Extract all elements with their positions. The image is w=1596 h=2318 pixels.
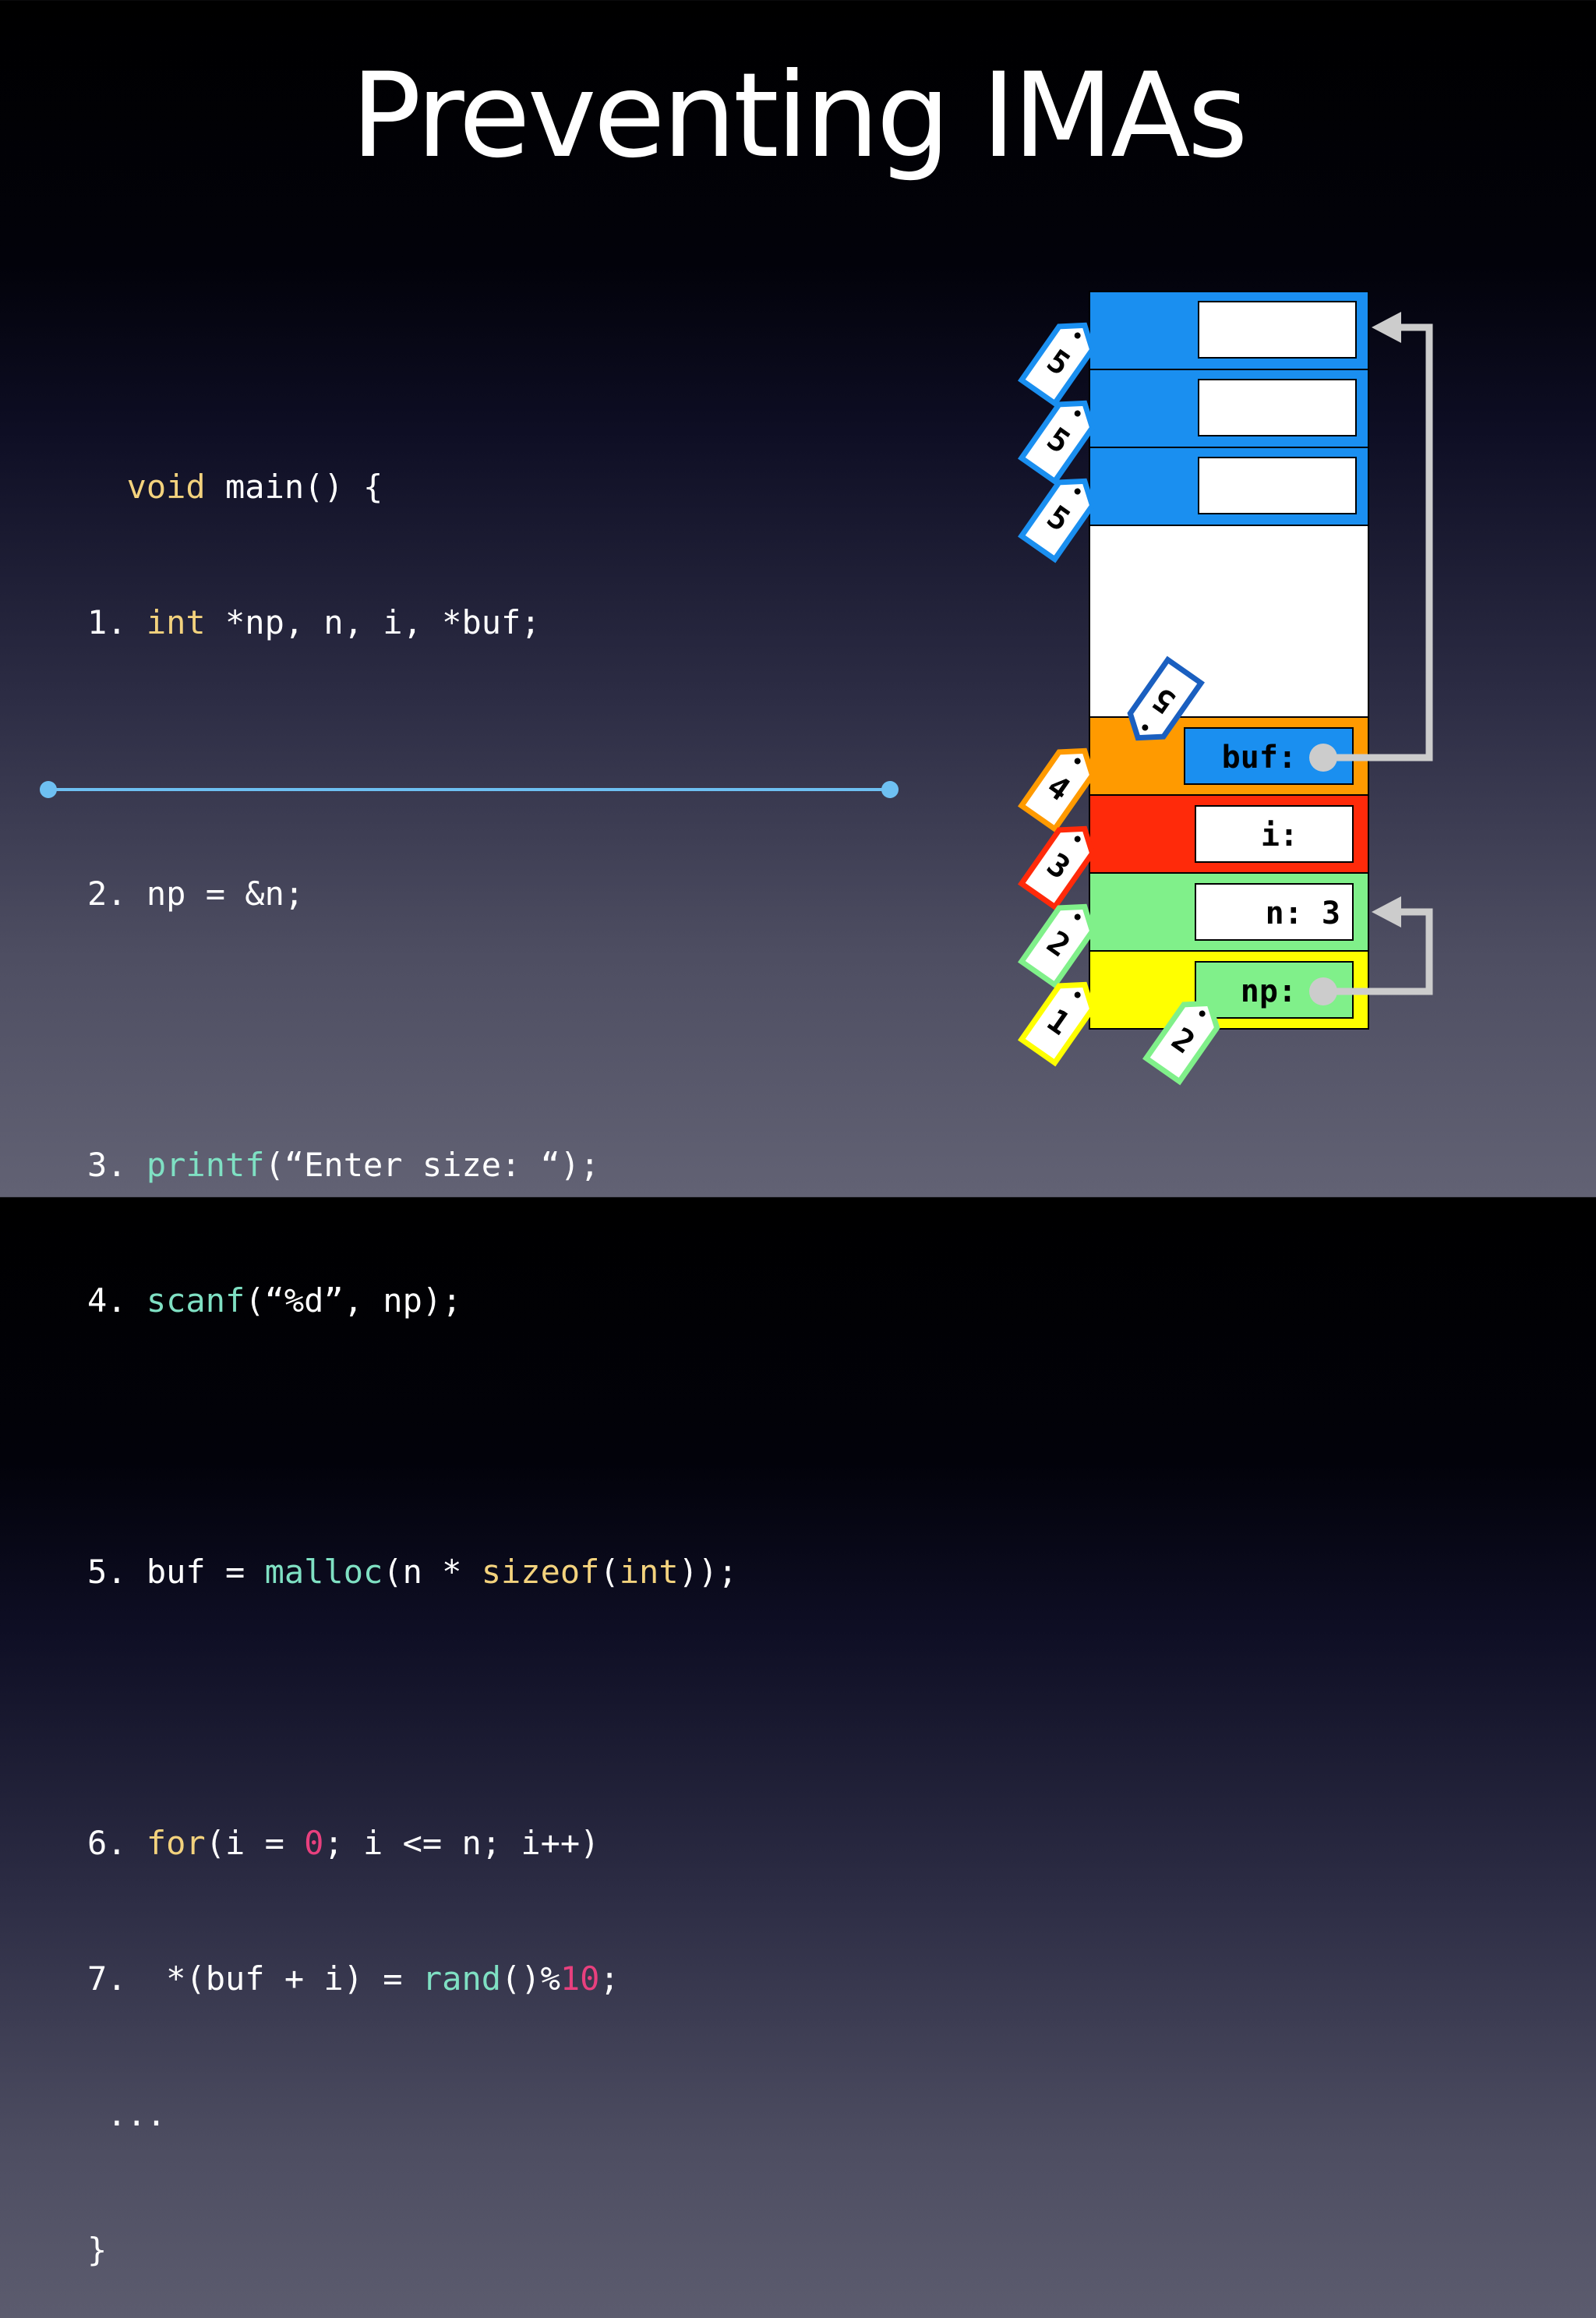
execution-point-divider	[40, 781, 899, 798]
heap-value-box-0	[1198, 301, 1357, 359]
code-line-3: 3. printf(“Enter size: “);	[87, 1143, 737, 1188]
code-text: 7. *(buf + i) =	[87, 1959, 422, 1998]
keyword: int	[146, 603, 206, 641]
tag-np: 1	[1018, 981, 1096, 1067]
code-line-1: 1. int *np, n, i, *buf;	[87, 600, 737, 645]
buf-pointer-arrow	[1309, 312, 1433, 772]
keyword: int	[619, 1553, 679, 1591]
tag-buf: 4	[1018, 747, 1096, 833]
code-text: ; i <= n; i++)	[323, 1824, 600, 1862]
code-text: (i =	[205, 1824, 305, 1862]
code-line-9: }	[87, 2231, 108, 2269]
keyword: void	[126, 468, 206, 506]
function-name: scanf	[146, 1281, 245, 1320]
number-literal: 10	[560, 1959, 600, 1998]
code-line-8: ...	[87, 2095, 167, 2133]
function-name: printf	[146, 1146, 265, 1184]
code-text: main() {	[205, 468, 383, 506]
np-pointer-arrow	[1309, 896, 1433, 1005]
code-line-5: 5. buf = malloc(n * sizeof(int));	[87, 1549, 737, 1595]
line-number: 1.	[87, 603, 147, 641]
i-label: i:	[1261, 818, 1298, 853]
tag-n: 2	[1018, 903, 1096, 989]
memory-cell-empty	[1089, 525, 1369, 718]
function-name: rand	[422, 1959, 502, 1998]
n-value-box	[1195, 883, 1354, 941]
code-text: (n *	[383, 1553, 482, 1591]
tag-heap-0: 5	[1018, 322, 1096, 408]
heap-value-box-2	[1198, 457, 1357, 514]
line-number: 4.	[87, 1281, 147, 1320]
code-text: (“Enter size: “);	[264, 1146, 600, 1184]
code-text: ;	[599, 1959, 620, 1998]
code-text: (	[599, 1553, 620, 1591]
tag-heap-2: 5	[1018, 478, 1096, 564]
line-number: 6.	[87, 1824, 147, 1862]
number-literal: 0	[304, 1824, 324, 1862]
code-text: ));	[678, 1553, 738, 1591]
code-line-6: 6. for(i = 0; i <= n; i++)	[87, 1821, 737, 1866]
function-name: malloc	[264, 1553, 383, 1591]
n-label: n: 3	[1266, 896, 1340, 931]
code-text: ()%	[501, 1959, 560, 1998]
tag-np-value: 2	[1142, 1000, 1220, 1086]
tag-i: 3	[1018, 825, 1096, 911]
code-line-2: 2. np = &n;	[87, 875, 305, 913]
buf-label: buf:	[1222, 740, 1297, 776]
keyword: sizeof	[481, 1553, 600, 1591]
np-label: np:	[1241, 973, 1297, 1009]
i-value-box	[1195, 805, 1354, 863]
code-text: (“%d”, np);	[245, 1281, 462, 1320]
code-text: *np, n, i, *buf;	[205, 603, 541, 641]
keyword: for	[146, 1824, 206, 1862]
memory-diagram: buf: i: n: 3 np: 5 5 5 5 4	[1018, 291, 1433, 1086]
tag-buf-value: 5	[1127, 655, 1205, 741]
code-line-7: 7. *(buf + i) = rand()%10;	[87, 1956, 737, 2002]
code-line-4: 4. scanf(“%d”, np);	[87, 1278, 737, 1323]
code-text: 5. buf =	[87, 1553, 265, 1591]
code-line-0: void main() {	[87, 465, 737, 510]
slide-title: Preventing IMAs	[351, 48, 1248, 184]
line-number: 3.	[87, 1146, 147, 1184]
tag-heap-1: 5	[1018, 400, 1096, 486]
heap-value-box-1	[1198, 379, 1357, 436]
